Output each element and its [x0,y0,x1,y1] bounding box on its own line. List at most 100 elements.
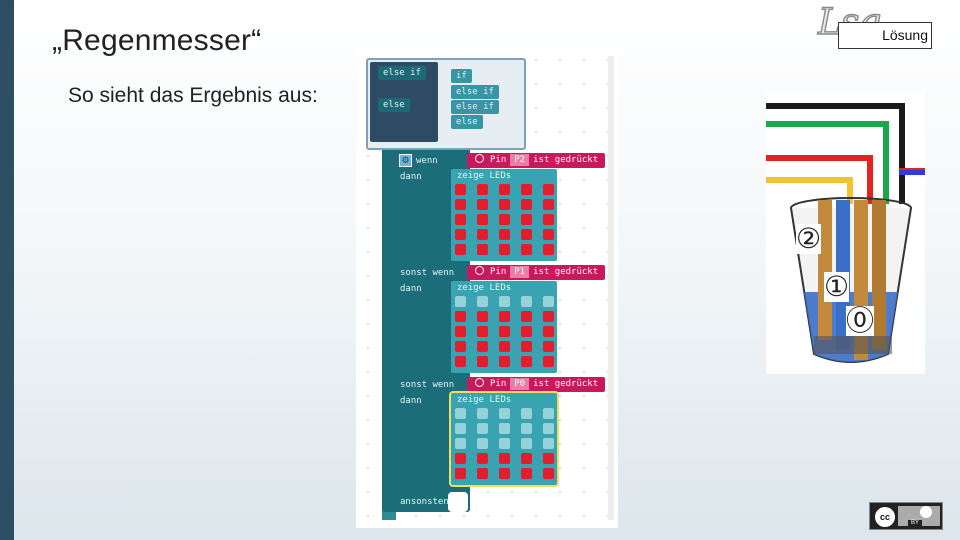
led-cell[interactable] [543,214,554,225]
led-cell[interactable] [477,356,488,367]
led-cell[interactable] [499,244,510,255]
mutator-stack-else-if-2[interactable]: else if [451,100,499,114]
led-cell[interactable] [543,453,554,464]
mutator-stack-else[interactable]: else [451,115,483,129]
led-cell[interactable] [499,341,510,352]
led-cell[interactable] [455,341,466,352]
led-cell[interactable] [477,438,488,449]
led-cell[interactable] [455,408,466,419]
mutator-else-if-item[interactable]: else if [378,66,426,80]
led-cell[interactable] [499,408,510,419]
led-cell[interactable] [477,184,488,195]
led-cell[interactable] [455,296,466,307]
led-grid-2[interactable] [455,296,554,367]
led-cell[interactable] [499,453,510,464]
led-cell[interactable] [499,468,510,479]
led-cell[interactable] [477,244,488,255]
led-cell[interactable] [521,408,532,419]
led-cell[interactable] [477,214,488,225]
led-cell[interactable] [521,438,532,449]
led-cell[interactable] [477,408,488,419]
led-cell[interactable] [455,244,466,255]
led-cell[interactable] [543,229,554,240]
led-cell[interactable] [521,184,532,195]
led-cell[interactable] [477,453,488,464]
led-cell[interactable] [499,184,510,195]
led-cell[interactable] [499,199,510,210]
led-cell[interactable] [521,468,532,479]
led-cell[interactable] [499,356,510,367]
editor-scrollbar[interactable] [608,56,614,520]
led-cell[interactable] [543,311,554,322]
led-cell[interactable] [543,408,554,419]
led-cell[interactable] [543,438,554,449]
show-leds-block-1[interactable]: zeige LEDs [451,169,557,261]
led-cell[interactable] [543,356,554,367]
led-cell[interactable] [521,423,532,434]
led-cell[interactable] [543,199,554,210]
led-cell[interactable] [521,356,532,367]
led-cell[interactable] [477,341,488,352]
led-cell[interactable] [521,341,532,352]
mutator-stack-if[interactable]: if [451,69,472,83]
led-cell[interactable] [521,453,532,464]
led-cell[interactable] [521,229,532,240]
led-cell[interactable] [499,214,510,225]
led-cell[interactable] [543,468,554,479]
led-cell[interactable] [477,468,488,479]
pin-dropdown[interactable]: P1 [510,266,530,278]
show-leds-block-2[interactable]: zeige LEDs [451,281,557,373]
led-cell[interactable] [499,423,510,434]
led-cell[interactable] [455,423,466,434]
led-cell[interactable] [543,326,554,337]
led-cell[interactable] [521,214,532,225]
led-cell[interactable] [521,296,532,307]
led-cell[interactable] [543,244,554,255]
led-cell[interactable] [499,438,510,449]
pin-dropdown[interactable]: P0 [510,378,530,390]
led-cell[interactable] [455,468,466,479]
mutator-else-item[interactable]: else [378,98,410,112]
led-grid-3[interactable] [455,408,554,479]
led-cell[interactable] [477,423,488,434]
gear-icon[interactable]: ⚙ [399,154,412,167]
led-cell[interactable] [477,199,488,210]
led-cell[interactable] [455,453,466,464]
led-cell[interactable] [455,311,466,322]
led-cell[interactable] [455,199,466,210]
led-cell[interactable] [543,341,554,352]
led-cell[interactable] [521,311,532,322]
led-grid-1[interactable] [455,184,554,255]
led-cell[interactable] [521,326,532,337]
pin-dropdown[interactable]: P2 [510,154,530,166]
led-cell[interactable] [455,326,466,337]
led-cell[interactable] [455,438,466,449]
led-cell[interactable] [543,184,554,195]
level-0-marker: ⓪ [846,305,875,336]
led-cell[interactable] [543,296,554,307]
led-cell[interactable] [477,229,488,240]
led-cell[interactable] [455,214,466,225]
led-cell[interactable] [499,326,510,337]
led-cell[interactable] [455,356,466,367]
elseif-label-1: sonst wenn [400,268,455,278]
led-cell[interactable] [455,184,466,195]
mutator-stack-else-if-1[interactable]: else if [451,85,499,99]
led-cell[interactable] [499,229,510,240]
level-1-marker: ① [824,271,850,302]
led-cell[interactable] [477,326,488,337]
show-leds-block-3[interactable]: zeige LEDs [451,393,557,485]
led-cell[interactable] [521,199,532,210]
led-cell[interactable] [477,311,488,322]
pin-prefix: Pin [490,379,507,389]
led-cell[interactable] [543,423,554,434]
cc-by-license-badge[interactable]: cc BY [869,502,943,530]
led-cell[interactable] [455,229,466,240]
led-cell[interactable] [521,244,532,255]
led-cell[interactable] [477,296,488,307]
led-cell[interactable] [499,311,510,322]
led-cell[interactable] [499,296,510,307]
